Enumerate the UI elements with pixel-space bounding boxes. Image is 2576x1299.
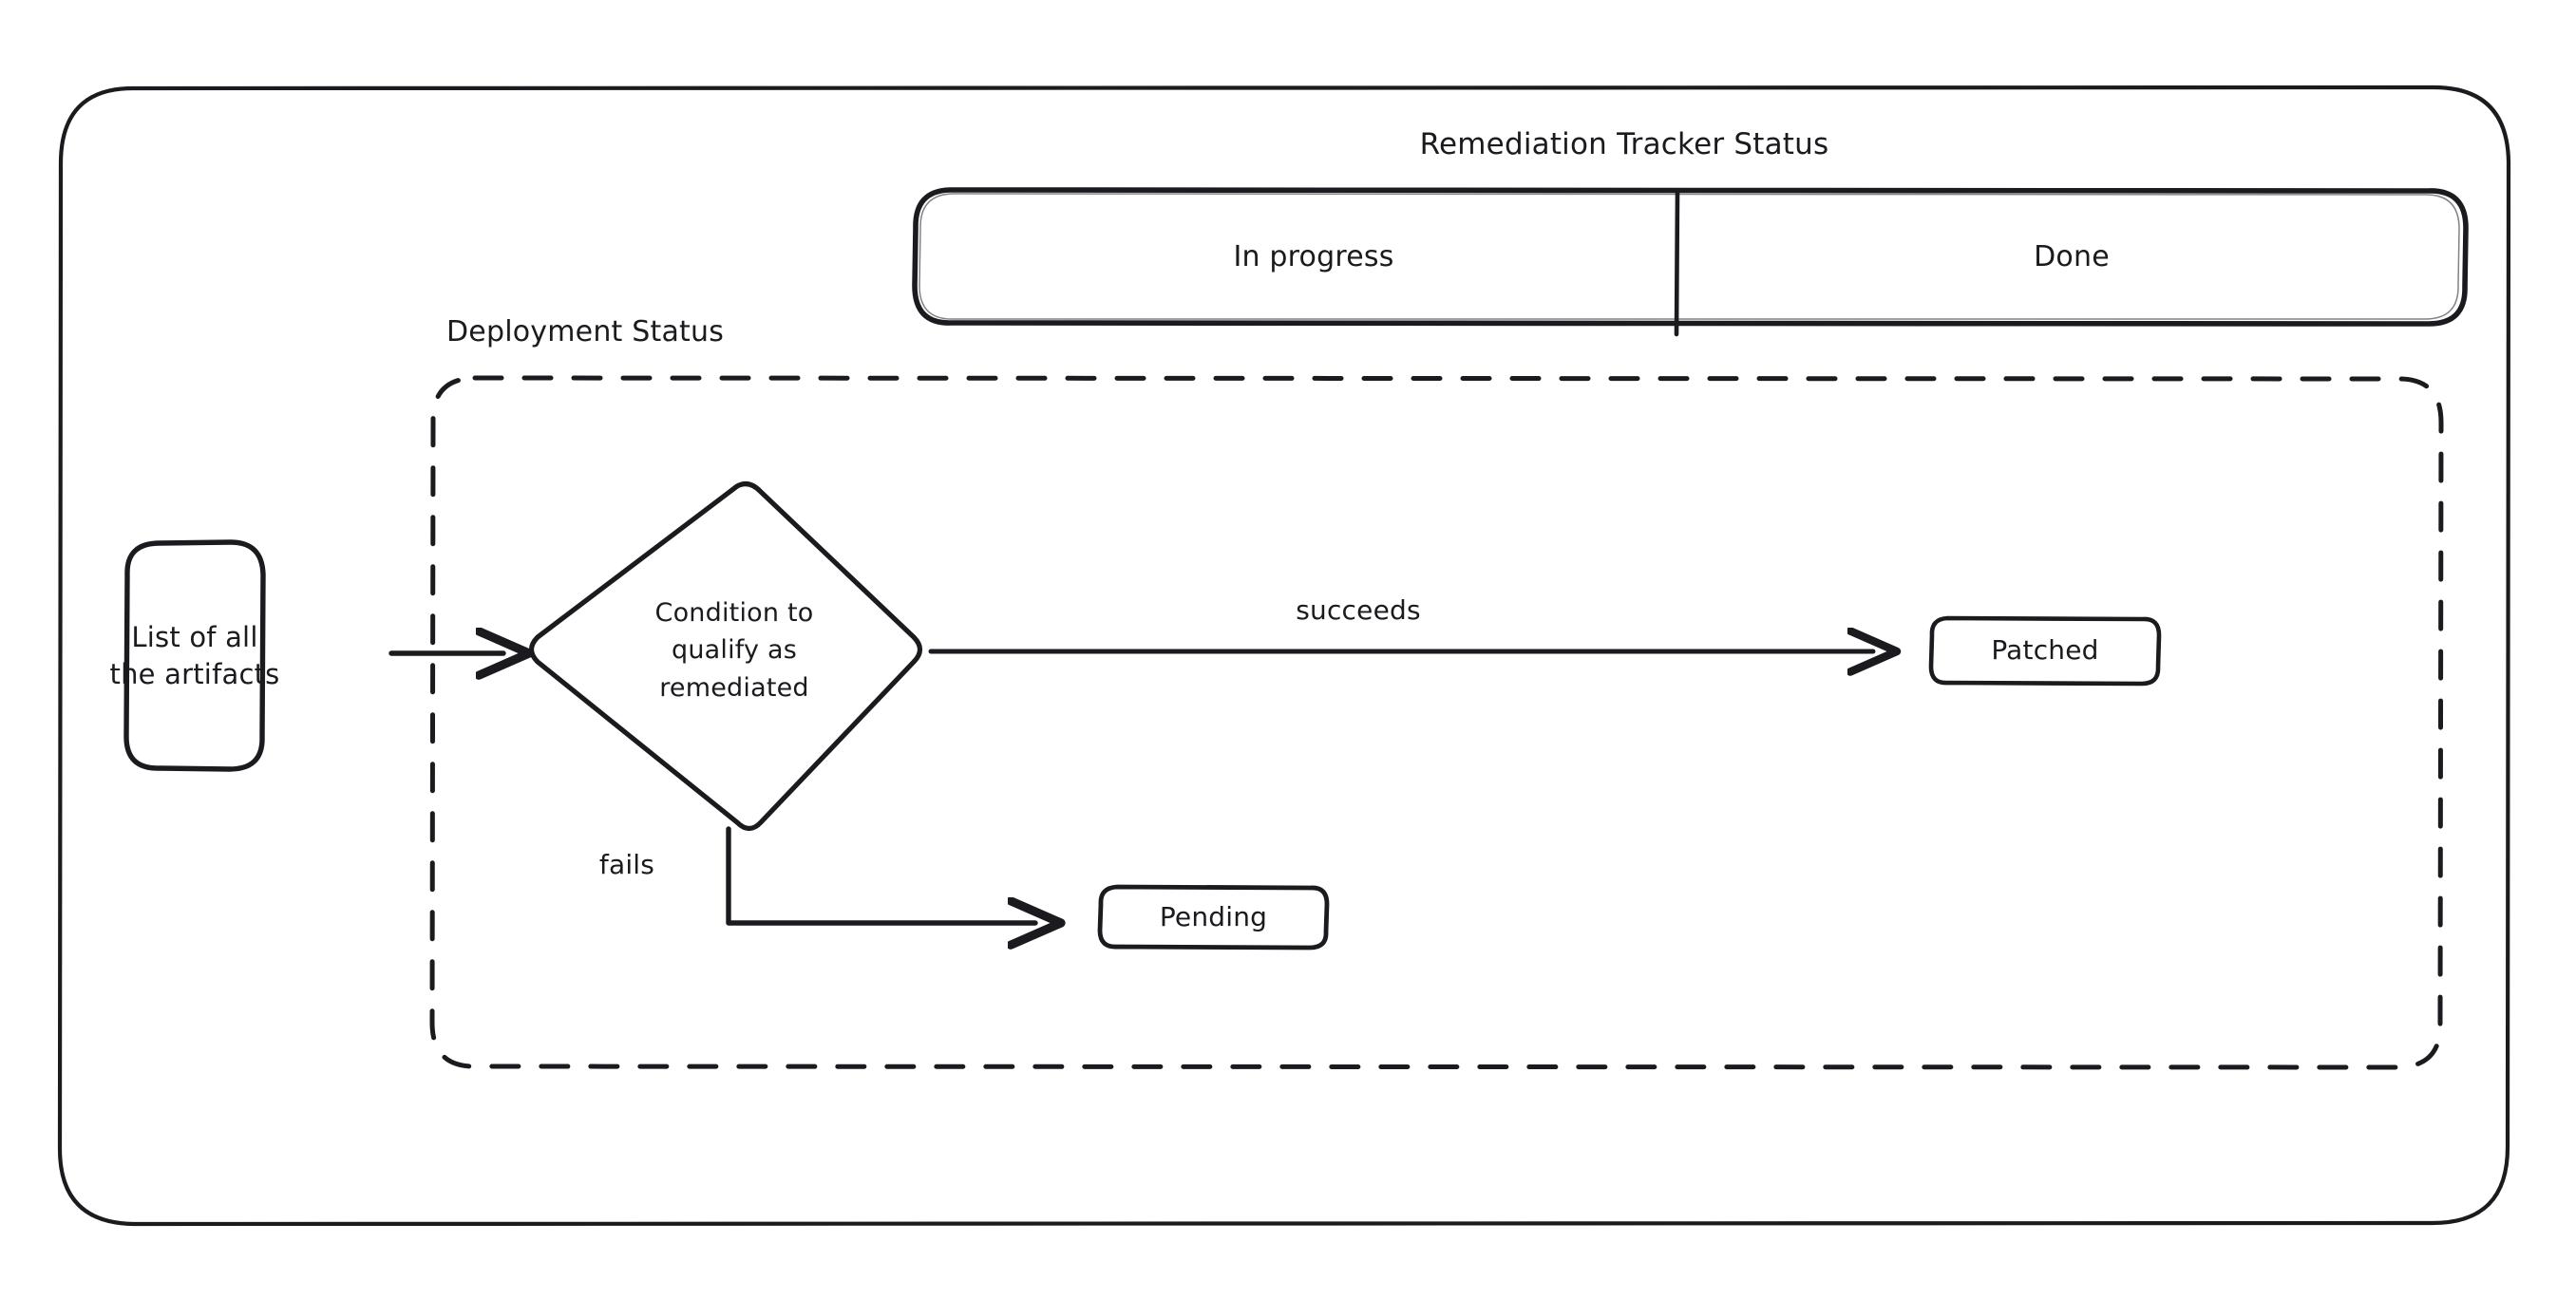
swimlane-container [912, 187, 2469, 337]
node-pending-shape [1097, 884, 1330, 951]
edge-condition-to-pending [726, 826, 1035, 923]
deployment-status-group [429, 375, 2444, 1070]
node-condition-shape [528, 480, 923, 832]
outer-frame [57, 85, 2511, 1227]
node-patched-shape [1928, 615, 2162, 687]
node-artifacts-shape [123, 539, 266, 772]
